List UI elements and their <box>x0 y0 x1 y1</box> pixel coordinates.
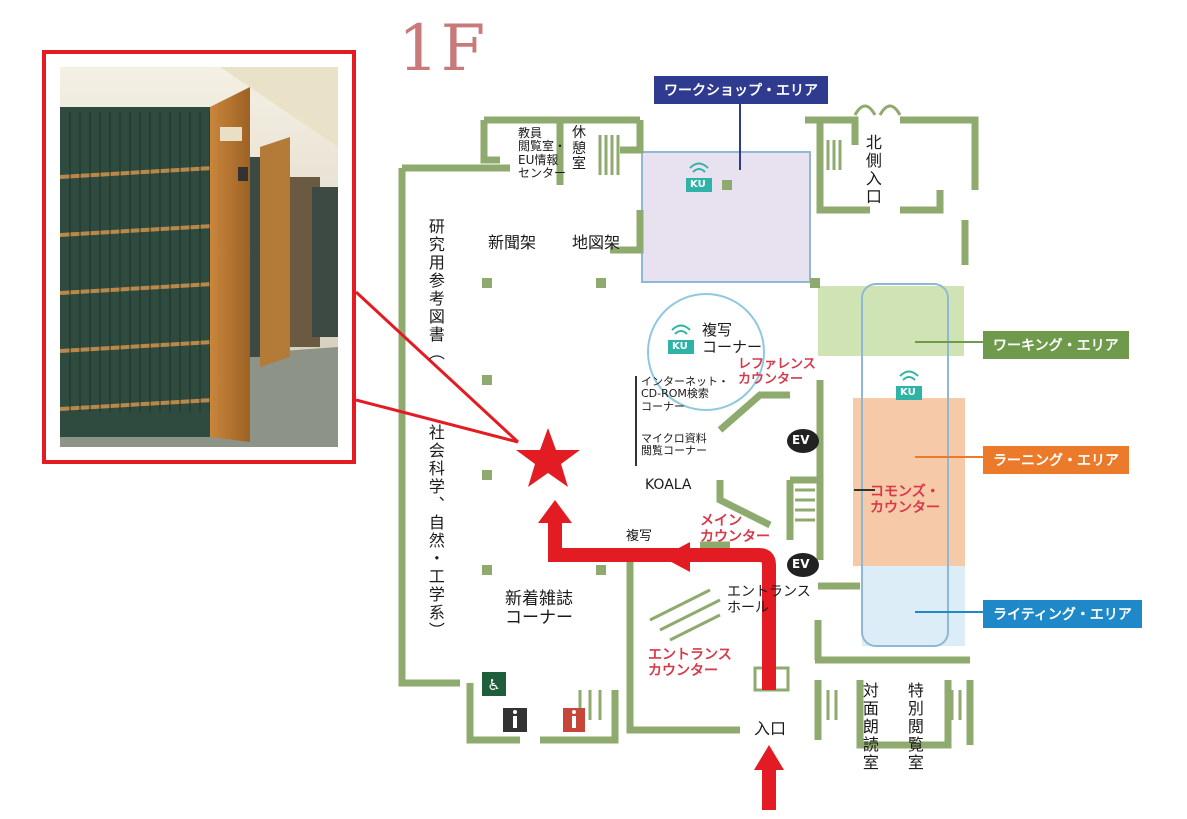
faculty-reading-room-label: 教員 閲覧室・ EU情報 センター <box>518 126 567 181</box>
north-entrance-label: 北側入口 <box>862 134 882 206</box>
direction-arrow-icon <box>548 520 776 690</box>
entrance-arrow-icon <box>754 745 784 770</box>
entrance-label: 入口 <box>754 719 787 738</box>
floor-title: 1F <box>398 12 488 86</box>
workshop-area-tag: ワークショップ・エリア <box>654 76 828 104</box>
new-magazines-label: 新着雑誌 コーナー <box>505 589 573 629</box>
bookshelf-photo <box>60 67 338 447</box>
reference-counter-label: レファレンス カウンター <box>738 357 816 387</box>
building-walls <box>398 116 979 749</box>
photo-callout-frame <box>42 50 356 464</box>
entrance-arrow-shaft <box>762 770 776 810</box>
svg-text:♿: ♿ <box>487 676 500 694</box>
research-reference-label: 研究用参考図書（ <box>425 218 445 362</box>
elevator-label: EV <box>792 433 810 447</box>
copy-label: 複写 <box>626 529 653 544</box>
writing-area-zone <box>862 566 965 646</box>
arrow-head-up <box>538 500 572 523</box>
callout-line-top <box>354 290 520 444</box>
ku-wifi-label: KU <box>900 387 916 398</box>
wheelchair-icon <box>482 672 506 696</box>
rest-room-label: 休 憩 室 <box>572 125 586 173</box>
ku-wifi-label: KU <box>690 179 706 190</box>
copy-corner-label: 複写 コーナー <box>702 321 763 356</box>
staircase <box>578 135 962 720</box>
elevator-label: EV <box>792 557 810 571</box>
learning-area-tag: ラーニング・エリア <box>983 446 1129 474</box>
commons-outline <box>861 283 949 647</box>
ku-wifi-label: KU <box>672 341 688 352</box>
wifi-icon <box>668 178 922 400</box>
elevator-icon <box>787 429 819 453</box>
callout-line-bottom <box>355 398 519 444</box>
entrance-hall-label: エントランス ホール <box>727 584 811 616</box>
learning-area-zone <box>853 398 965 566</box>
workshop-area-zone <box>641 151 811 283</box>
microfilm-corner-label: マイクロ資料 閲覧コーナー <box>641 432 707 458</box>
face-to-face-reading-room-label: 対面朗読室 <box>859 682 879 772</box>
commons-counter-label: コモンズ・ カウンター <box>870 484 940 516</box>
koala-label: KOALA <box>645 477 692 493</box>
entrance-counter-label: エントランス カウンター <box>648 647 732 679</box>
main-counter-label: メイン カウンター <box>700 513 770 545</box>
internet-corner-label: インターネット・ CD-ROM検索 コーナー <box>641 375 729 413</box>
star-marker-icon <box>516 428 580 487</box>
columns <box>482 180 820 575</box>
writing-area-tag: ライティング・エリア <box>983 600 1142 628</box>
newspaper-rack-label: 新聞架 <box>488 233 537 252</box>
elevator-icon <box>787 553 819 577</box>
arrow-head-left <box>662 542 690 572</box>
working-area-zone <box>818 286 964 356</box>
copy-corner-circle <box>647 293 765 411</box>
map-rack-label: 地図架 <box>572 233 621 252</box>
working-area-tag: ワーキング・エリア <box>983 331 1129 359</box>
social-science-label: 社会科学、自然・工学系） <box>425 424 445 640</box>
special-reading-room-label: 特別閲覧室 <box>904 682 924 772</box>
